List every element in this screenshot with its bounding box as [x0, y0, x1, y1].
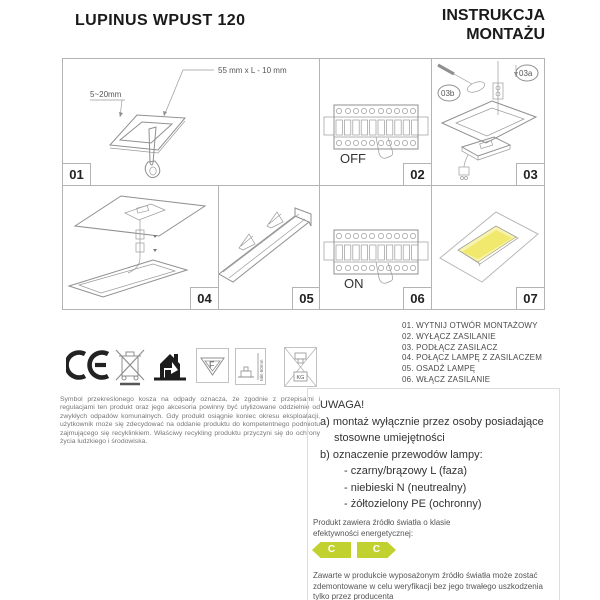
panel-step-03: 03a 03b 03: [431, 58, 545, 186]
weee-disclaimer-text: Symbol przekreślonego kosza na odpady oz…: [60, 396, 320, 446]
step-item: 06. WŁĄCZ ZASILANIE: [402, 374, 491, 384]
instruction-heading-line1: INSTRUKCJA: [441, 7, 545, 24]
connect-driver-drawing: 03a 03b: [437, 61, 539, 180]
lamp-lit-drawing: [439, 211, 539, 283]
panel-step-07: 07: [431, 185, 545, 310]
on-label: ON: [344, 276, 364, 291]
warning-line-b: b) oznaczenie przewodów lampy:: [320, 448, 483, 461]
step-item: 04. POŁĄCZ LAMPĘ Z ZASILACZEM: [402, 353, 543, 363]
breaker-on-drawing: ON: [323, 229, 429, 291]
cut-opening-drawing: 55 mm x L - 10 mm 5~20mm: [90, 66, 287, 179]
off-label: OFF: [340, 151, 366, 166]
f-mark-label: F: [209, 360, 215, 370]
no-cover-icon: KG: [284, 347, 317, 387]
energy-class-arrow-left: C: [312, 542, 351, 558]
energy-class-arrow-right: C: [357, 542, 396, 558]
warning-line-a: a) montaż wyłącznie przez osoby posiadaj…: [320, 415, 544, 428]
warning-title: UWAGA!: [320, 399, 365, 411]
step-item: 03. PODŁĄCZ ZASILACZ: [402, 342, 498, 352]
notes-section-border: [307, 388, 560, 600]
wire-label-pe: - żółtozielony PE (ochronny): [344, 498, 482, 510]
panel-number: 02: [403, 163, 432, 186]
weee-crossed-bin-icon: [115, 349, 145, 386]
mounting-steps-list: 01. WYTNIJ OTWÓR MONTAŻOWY 02. WYŁĄCZ ZA…: [402, 321, 542, 386]
warning-block: UWAGA! a) montaż wyłącznie przez osoby p…: [320, 397, 544, 513]
screw-dimension-label: 55 mm x L - 10 mm: [218, 66, 287, 75]
panel-step-01: 55 mm x L - 10 mm 5~20mm 01: [62, 58, 320, 186]
breaker-off-drawing: OFF: [323, 104, 429, 166]
panel-step-06: ON 06: [319, 185, 432, 310]
wire-label-n: - niebieski N (neutrealny): [344, 481, 467, 494]
light-source-note: Zawarte w produkcie wyposażonym źródło ś…: [313, 571, 543, 600]
panel-step-04: 04: [62, 185, 219, 310]
no-cover-glyph: KG: [284, 347, 317, 387]
label-03b: 03b: [441, 89, 455, 98]
instruction-heading-line2: MONTAŻU: [466, 26, 545, 43]
step-item: 02. WYŁĄCZ ZASILANIE: [402, 331, 496, 341]
ce-mark-icon: [66, 350, 110, 380]
panel-number: 01: [62, 163, 91, 186]
warning-line-a2: stosowne umiejętności: [334, 432, 445, 444]
energy-class-line1: Produkt zawiera źródło światła o klasie: [313, 518, 451, 527]
energy-class-text: Produkt zawiera źródło światła o klasie …: [313, 518, 450, 539]
panel-number: 05: [292, 287, 321, 310]
page-title: LUPINUS WPUST 120: [75, 12, 246, 29]
min-distance-glyph: Min 60mm: [238, 353, 264, 381]
panel-step-02: OFF 02: [319, 58, 432, 186]
label-03a: 03a: [519, 69, 533, 78]
min-distance-label: Min 60mm: [259, 359, 264, 381]
f-mark-glyph: F: [200, 357, 225, 376]
panel-number: 06: [403, 287, 432, 310]
step-item: 01. WYTNIJ OTWÓR MONTAŻOWY: [402, 321, 538, 330]
seat-lamp-drawing: [219, 207, 312, 283]
instruction-heading: INSTRUKCJA MONTAŻU: [442, 6, 545, 44]
panel-number: 03: [516, 163, 545, 186]
panel-number: 07: [516, 287, 545, 310]
f-mark-icon: F: [196, 348, 229, 383]
min-distance-icon: Min 60mm: [235, 348, 266, 385]
wire-label-l: - czarny/brązowy L (faza): [344, 465, 468, 477]
panel-step-05: 05: [218, 185, 321, 310]
panel-number: 04: [190, 287, 219, 310]
depth-label: 5~20mm: [90, 90, 122, 99]
no-cover-label: KG: [297, 375, 305, 381]
step-item: 05. OSADŹ LAMPĘ: [402, 364, 476, 374]
energy-class-line2: efektywności energetycznej:: [313, 528, 414, 538]
connect-lamp-drawing: [67, 195, 207, 298]
indoor-use-house-icon: [154, 354, 186, 381]
